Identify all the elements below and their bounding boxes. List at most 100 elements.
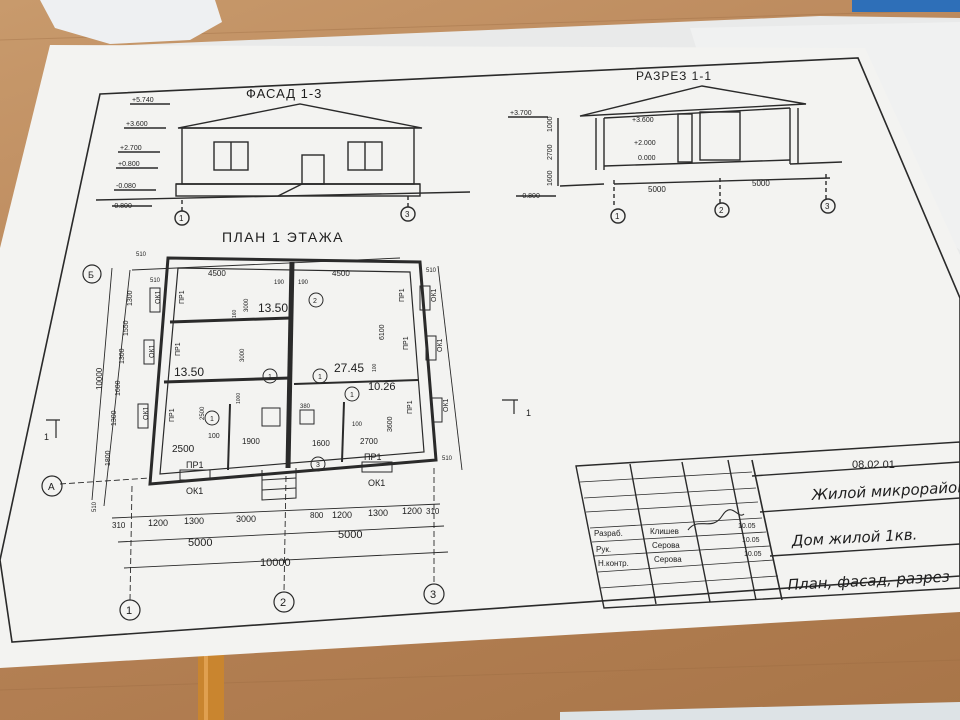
plan-right-dim-3: 510 — [442, 456, 453, 462]
room-area-1: 13.50 — [258, 301, 288, 315]
section-vdim-1: 1000 — [547, 116, 554, 132]
inner-dim-2: 3000 — [240, 348, 246, 362]
plan-axis-3: 3 — [430, 589, 436, 601]
plan-left-total: 10000 — [95, 367, 104, 390]
facade-level-2: +3.600 — [126, 121, 148, 128]
facade-level-6: -0.800 — [112, 203, 132, 210]
door-label-5: ПР1 — [403, 336, 410, 350]
plan-bottom-dim-3: 1300 — [184, 516, 204, 526]
plan-left-dim-8: 510 — [92, 501, 98, 512]
plan-axis-2: 2 — [280, 597, 286, 609]
facade-title: ФАСАД 1-3 — [246, 86, 322, 101]
window-label-3: ОК1 — [143, 406, 150, 420]
section-axis-3: 3 — [825, 202, 830, 211]
room-marker-1: 2 — [313, 298, 317, 305]
plan-top-dim-2: 4500 — [208, 269, 226, 278]
section-mark-left: 1 — [44, 432, 49, 442]
title-date-1: 10.05 — [738, 523, 756, 530]
door-label-6: ПР1 — [407, 400, 414, 414]
window-label-1: ОК1 — [155, 290, 162, 304]
section-level-1: +3.700 — [510, 110, 532, 117]
plan-title: ПЛАН 1 ЭТАЖА — [222, 229, 344, 245]
plan-axis-b: Б — [88, 270, 94, 280]
facade-axis-1: 1 — [179, 214, 184, 223]
title-code: 08.02.01 — [852, 459, 895, 471]
facade-level-1: +5.740 — [132, 97, 154, 104]
plan-right-dim-1: 6100 — [379, 324, 386, 340]
facade-level-3: +2.700 — [120, 145, 142, 152]
section-level-2: -0.800 — [520, 193, 540, 200]
plan-top-dim-4: 190 — [298, 280, 309, 286]
window-label-6: ОК1 — [443, 398, 450, 412]
door-label-4: ПР1 — [399, 288, 406, 302]
inner-dim-12: 1000 — [236, 393, 242, 404]
plan-top-dim-6: 510 — [426, 268, 437, 274]
title-name-1: Клишев — [650, 527, 679, 536]
plan-bottom-half-1: 5000 — [188, 537, 212, 549]
inner-dim-4: 1900 — [242, 437, 260, 446]
title-role-1: Разраб. — [594, 529, 623, 538]
plan-left-dim-3: 1550 — [123, 320, 130, 336]
facade-view — [95, 103, 471, 226]
section-vdim-2: 2700 — [547, 144, 554, 160]
plan-right-dim-2: 3600 — [387, 416, 394, 432]
inner-dim-9: 100 — [352, 422, 363, 428]
ruler — [560, 702, 960, 720]
plan-bottom-dim-5: 800 — [310, 511, 324, 520]
section-inner-level-2: +2.000 — [634, 140, 656, 147]
room-marker-6: 3 — [316, 462, 320, 469]
title-date-3: 10.05 — [744, 551, 762, 558]
plan-axis-a: А — [48, 482, 55, 493]
room-area-2: 13.50 — [174, 365, 204, 379]
window-label-4: ОК1 — [431, 288, 438, 302]
section-axis-2: 2 — [719, 206, 724, 215]
window-label-bottom-2: ОК1 — [368, 478, 385, 488]
plan-bottom-dim-1: 310 — [112, 521, 126, 530]
plan-bottom-dim-9: 310 — [426, 507, 440, 516]
room-marker-3: 1 — [318, 374, 322, 381]
room-area-4: 10.26 — [368, 381, 396, 393]
cloth — [40, 0, 222, 44]
room-marker-5: 1 — [210, 416, 214, 423]
plan-left-dim-6: 1300 — [111, 410, 118, 426]
title-date-2: 10.05 — [742, 537, 760, 544]
facade-level-5: -0.080 — [116, 183, 136, 190]
plan-bottom-half-2: 5000 — [338, 529, 362, 541]
plan-top-dim-3: 190 — [274, 280, 285, 286]
plan-bottom-dim-4: 3000 — [236, 514, 256, 524]
plan-top-dim-5: 4500 — [332, 269, 350, 278]
title-name-3: Серова — [654, 555, 682, 564]
title-role-3: Н.контр. — [598, 559, 629, 568]
title-role-2: Рук. — [596, 545, 611, 554]
floor-plan — [41, 256, 518, 621]
door-label-3: ПР1 — [169, 408, 176, 422]
inner-dim-5: 1600 — [312, 439, 330, 448]
blue-object — [852, 0, 960, 12]
door-label-bottom: ПР1 — [364, 452, 381, 462]
plan-left-dim-2: 1300 — [127, 290, 134, 306]
section-vdim-3: 1600 — [547, 170, 554, 186]
plan-bottom-dim-7: 1300 — [368, 508, 388, 518]
room-area-3: 27.45 — [334, 361, 364, 375]
window-label-2: ОК1 — [149, 344, 156, 358]
section-span-2: 5000 — [752, 179, 770, 188]
section-mark-right: 1 — [526, 408, 531, 418]
facade-axis-3: 3 — [405, 210, 410, 219]
room-dim-1: 2500 — [172, 444, 195, 455]
door-label-2: ПР1 — [175, 342, 182, 356]
plan-left-dim-5: 1600 — [115, 380, 122, 396]
door-label-7: ПР1 — [186, 460, 203, 470]
plan-top-dim-1: 510 — [136, 252, 147, 258]
section-inner-level-3: 0.000 — [638, 155, 656, 162]
plan-bottom-dim-8: 1200 — [402, 506, 422, 516]
facade-level-4: +0.800 — [118, 161, 140, 168]
plan-bottom-total: 10000 — [260, 557, 291, 569]
plan-bottom-dim-2: 1200 — [148, 518, 168, 528]
section-span-1: 5000 — [648, 185, 666, 194]
plan-axis-1: 1 — [126, 605, 132, 617]
window-label-bottom-1: ОК1 — [186, 486, 203, 496]
plan-left-dim-1: 510 — [150, 278, 161, 284]
drawing-frame — [0, 57, 960, 643]
